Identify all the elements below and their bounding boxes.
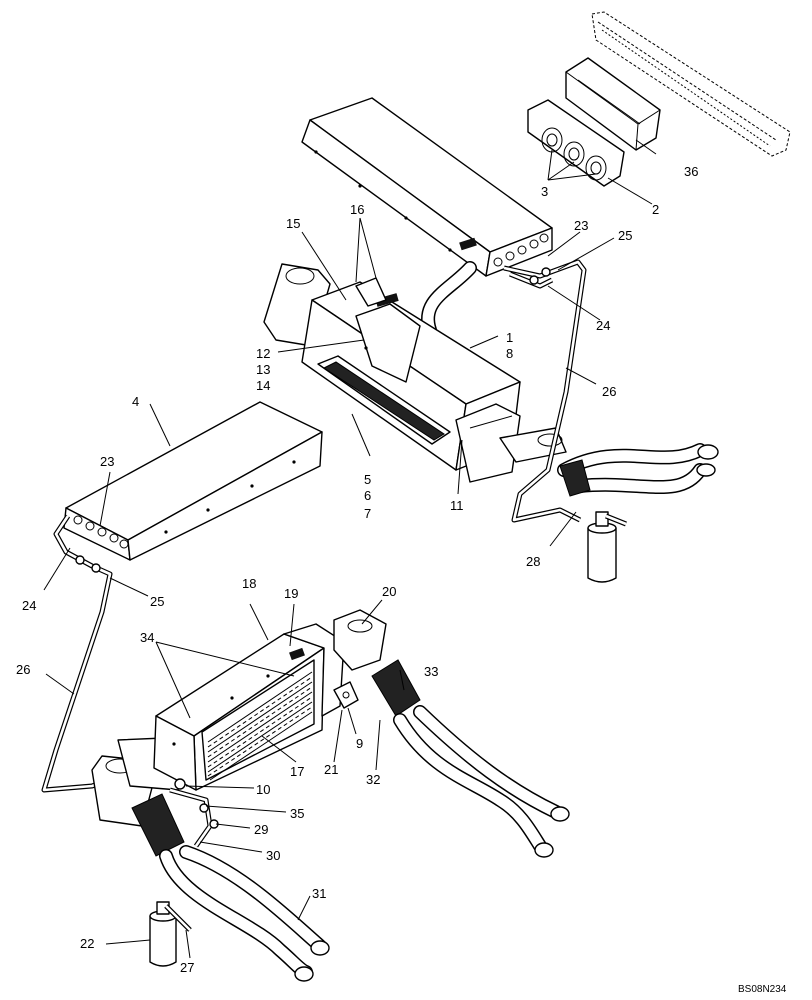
- lower-refrigerant-lines: [41, 514, 121, 793]
- callout-28: 28: [526, 554, 540, 569]
- lower-hvac-unit: [91, 609, 387, 827]
- callout-13: 13: [256, 362, 270, 377]
- callout-2: 2: [652, 202, 659, 217]
- callout-27: 27: [180, 960, 194, 975]
- callout-30: 30: [266, 848, 280, 863]
- lower-coil-fittings: [73, 515, 129, 549]
- callout-23-upper: 23: [574, 218, 588, 233]
- callout-labels: 36 2 3 16 15 23 25 24 1 8 12 13 14 26 4 …: [16, 164, 698, 975]
- callout-11: 11: [450, 498, 464, 513]
- callout-12: 12: [256, 346, 270, 361]
- lower-left-hose: [131, 793, 330, 982]
- callout-23-lower: 23: [100, 454, 114, 469]
- lower-coil-box: [63, 401, 323, 561]
- callout-10: 10: [256, 782, 270, 797]
- lower-fittings: [169, 778, 219, 848]
- dashed-trim-panel: [591, 11, 791, 157]
- callout-17: 17: [290, 764, 304, 779]
- callout-18: 18: [242, 576, 256, 591]
- callout-29: 29: [254, 822, 268, 837]
- callout-25-upper: 25: [618, 228, 632, 243]
- callout-24-lower: 24: [22, 598, 36, 613]
- callout-21: 21: [324, 762, 338, 777]
- callout-31: 31: [312, 886, 326, 901]
- lower-right-hose: [371, 659, 570, 858]
- callout-6: 6: [364, 488, 371, 503]
- callout-20: 20: [382, 584, 396, 599]
- callout-3: 3: [541, 184, 548, 199]
- callout-35: 35: [290, 806, 304, 821]
- callout-33: 33: [424, 664, 438, 679]
- callout-26-lower: 26: [16, 662, 30, 677]
- upper-coil-fittings: [493, 233, 549, 267]
- callout-16: 16: [350, 202, 364, 217]
- upper-receiver-drier: [587, 511, 627, 583]
- callout-26-upper: 26: [602, 384, 616, 399]
- callout-7: 7: [364, 506, 371, 521]
- callout-4: 4: [132, 394, 139, 409]
- callout-5: 5: [364, 472, 371, 487]
- leader-lines: [43, 139, 657, 959]
- louver-housing: [565, 57, 661, 151]
- callout-14: 14: [256, 378, 270, 393]
- callout-22: 22: [80, 936, 94, 951]
- upper-return-hose: [557, 443, 719, 497]
- callout-15: 15: [286, 216, 300, 231]
- callout-34: 34: [140, 630, 154, 645]
- grille-mesh: [207, 671, 313, 781]
- callout-8: 8: [506, 346, 513, 361]
- upper-duct-hose: [421, 261, 477, 337]
- callout-9: 9: [356, 736, 363, 751]
- drawing-code: BS08N234: [738, 984, 787, 995]
- callout-24-upper: 24: [596, 318, 610, 333]
- callout-36: 36: [684, 164, 698, 179]
- callout-1: 1: [506, 330, 513, 345]
- callout-19: 19: [284, 586, 298, 601]
- lower-receiver-drier: [149, 901, 192, 967]
- callout-32: 32: [366, 772, 380, 787]
- callout-25-lower: 25: [150, 594, 164, 609]
- upper-coil-box: [301, 97, 553, 277]
